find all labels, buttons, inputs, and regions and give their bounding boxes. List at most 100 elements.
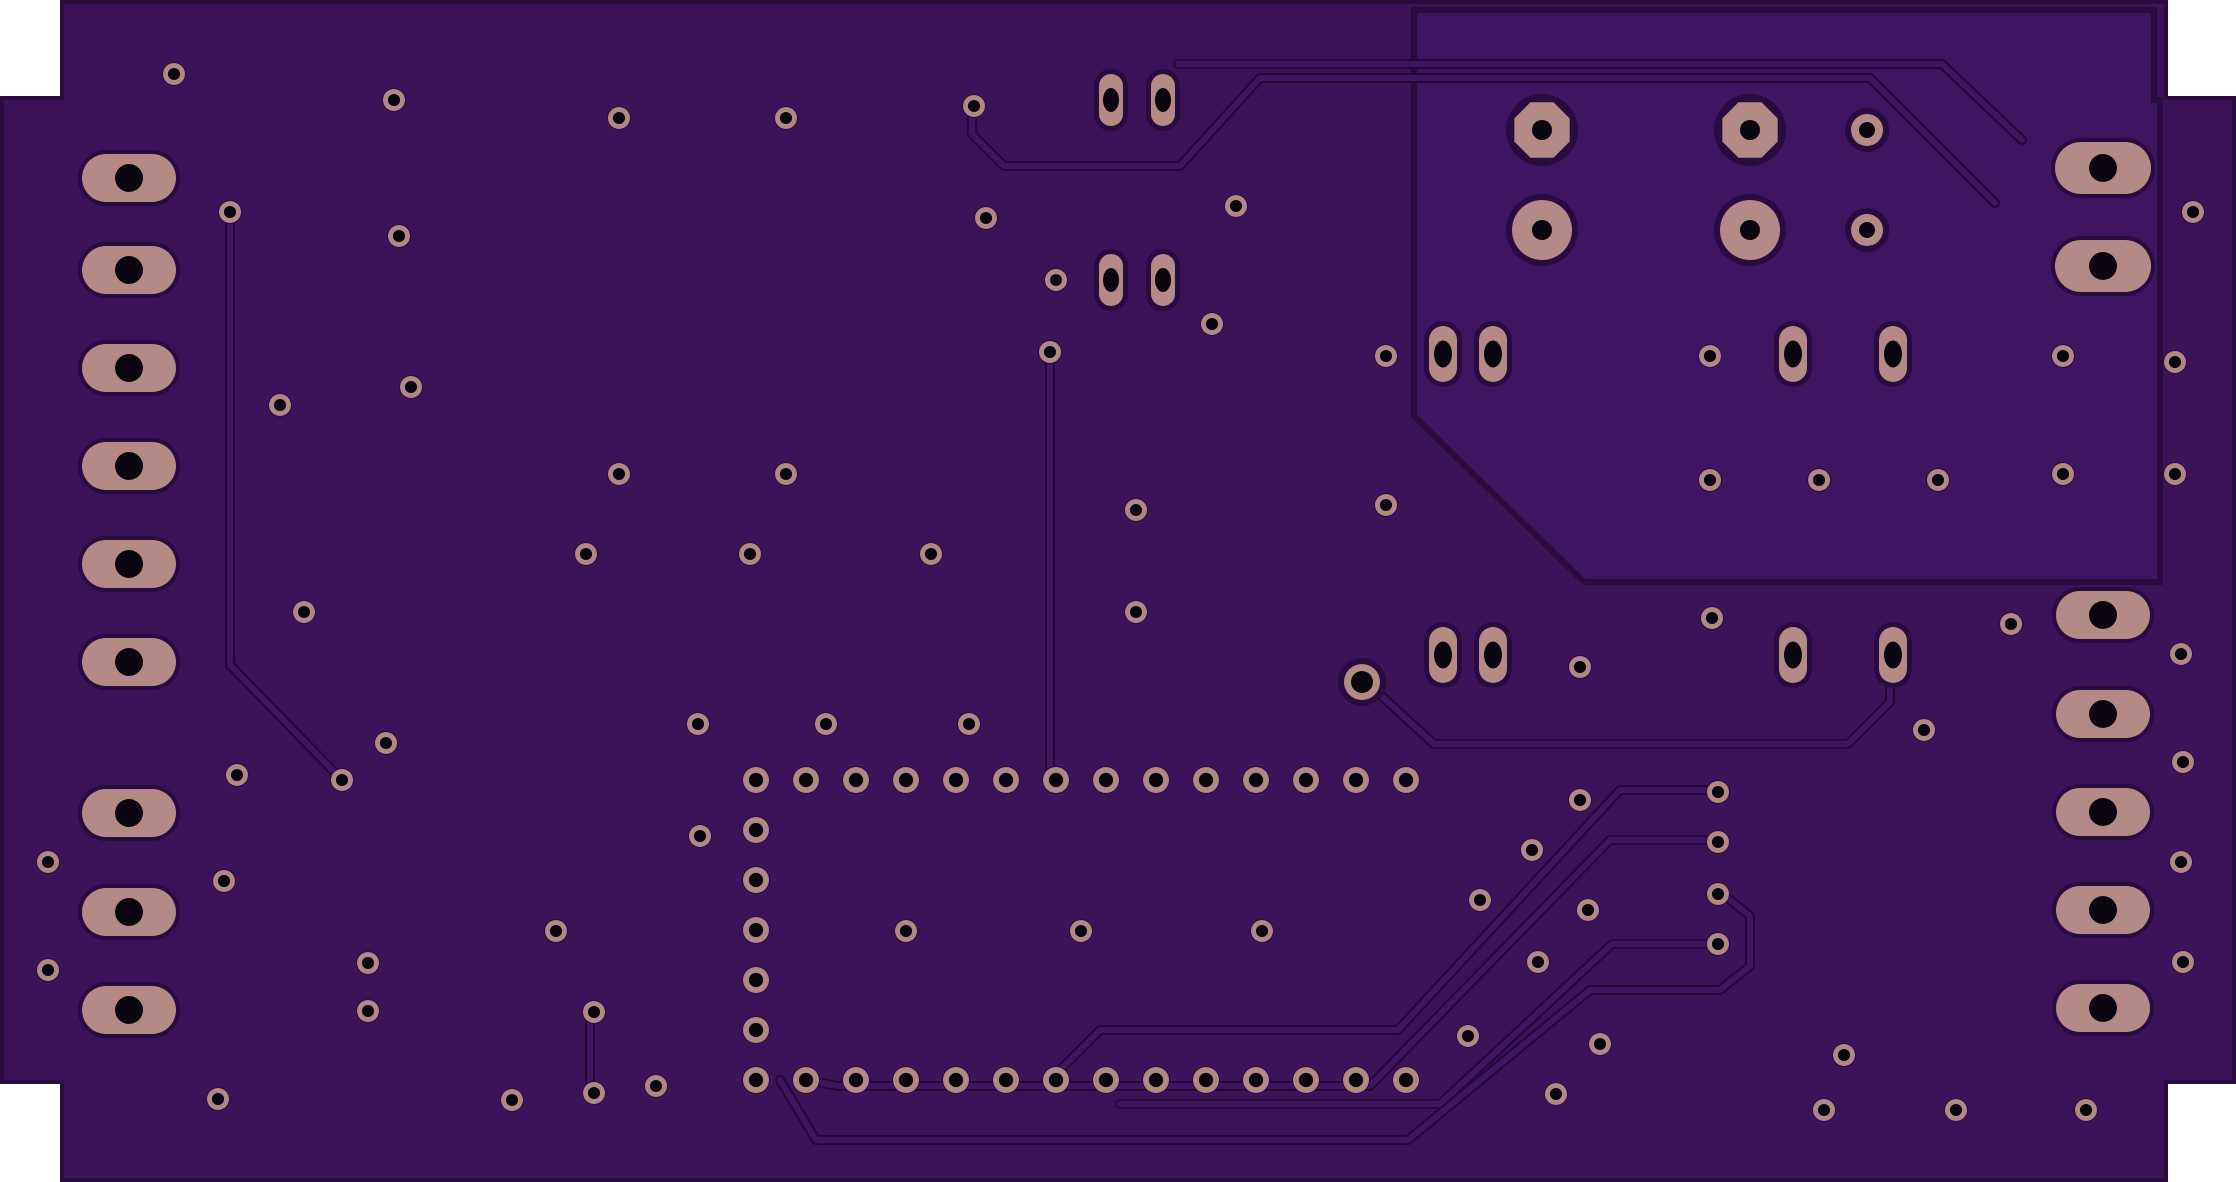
via-drill [2186,205,2200,219]
header-pad-left [78,634,180,690]
via-drill [2079,1103,2093,1117]
via-drill [1711,835,1725,849]
via-drill [1048,1072,1064,1088]
via-drill [819,717,833,731]
via-drill [1379,349,1393,363]
via-drill [2004,617,2018,631]
via-drill [779,467,793,481]
via-drill [612,467,626,481]
drill-hole [1484,340,1502,368]
via-drill [1812,473,1826,487]
drill-hole [1884,340,1902,368]
trace [969,75,1998,206]
header-pad-left [78,340,180,396]
via-drill [748,822,764,838]
via-drill [748,1072,764,1088]
via-drill [1711,785,1725,799]
drill-hole [1434,641,1452,669]
via-drill [1148,1072,1164,1088]
via-drill [379,736,393,750]
via-layer [36,62,2205,1122]
via-drill [1473,893,1487,907]
via-drill [1573,793,1587,807]
via-drill [1949,1103,1963,1117]
via-drill [217,874,231,888]
via-drill [167,67,181,81]
via-drill [335,773,349,787]
drill-hole [1784,641,1802,669]
via-drill [1549,1087,1563,1101]
via-drill [924,547,938,561]
via-drill [998,1072,1014,1088]
via-drill [2056,349,2070,363]
drill-hole [1859,122,1875,138]
header-pad-left [78,150,180,206]
via-drill [1817,1103,1831,1117]
via-drill [1573,660,1587,674]
header-pad-left [78,242,180,298]
oval-pad-vertical [1474,622,1512,688]
drill-hole [115,996,143,1024]
via-drill [361,956,375,970]
trace [1175,61,2025,143]
via-drill [1255,924,1269,938]
via-drill [549,924,563,938]
header-pad-right [2052,686,2154,742]
via-drill [1917,723,1931,737]
via-drill [1461,1029,1475,1043]
via-drill [1703,349,1717,363]
trace [1047,787,1723,1083]
via-drill [1398,772,1414,788]
via-drill [1703,473,1717,487]
round-pad [1845,208,1889,252]
drill-hole [2089,601,2117,629]
via-drill [1198,1072,1214,1088]
via-drill [2174,855,2188,869]
via-drill [41,963,55,977]
via-drill [1531,955,1545,969]
drill-hole [2089,798,2117,826]
via-drill [1398,1072,1414,1088]
via-drill [505,1093,519,1107]
oval-pad-vertical [1774,321,1812,387]
via-drill [798,1072,814,1088]
via-drill [211,1092,225,1106]
via-drill [948,772,964,788]
trace [227,209,345,783]
drill-hole [1155,88,1171,112]
via-drill [1148,772,1164,788]
via-drill [748,872,764,888]
via-drill [748,1022,764,1038]
header-pad-right [2052,587,2154,643]
via-drill [41,855,55,869]
drill-hole [1434,340,1452,368]
via-drill [587,1005,601,1019]
oval-pad-vertical [1146,249,1180,311]
via-drill [1348,772,1364,788]
oval-pad-vertical [1424,622,1462,688]
copper-pour-region [1411,7,2163,585]
via-drill [1248,1072,1264,1088]
drill-hole [1740,120,1760,140]
drill-hole [2089,700,2117,728]
header-pad-right [2052,980,2154,1036]
header-pad-left [78,438,180,494]
header-pad-left [78,536,180,592]
header-pad-right-top [2051,138,2155,198]
octagon-pad [1506,94,1578,166]
via-drill [743,547,757,561]
header-pad-right [2052,784,2154,840]
via-drill [404,380,418,394]
drill-hole [2089,994,2117,1022]
drill-hole [115,648,143,676]
via-drill [1837,1048,1851,1062]
header-pad-left [78,884,180,940]
drill-hole [1859,222,1875,238]
via-drill [1043,345,1057,359]
via-drill [979,211,993,225]
drill-hole [1784,340,1802,368]
via-drill [848,772,864,788]
via-drill [1048,772,1064,788]
drill-hole [2089,252,2117,280]
oval-pad-vertical [1424,321,1462,387]
